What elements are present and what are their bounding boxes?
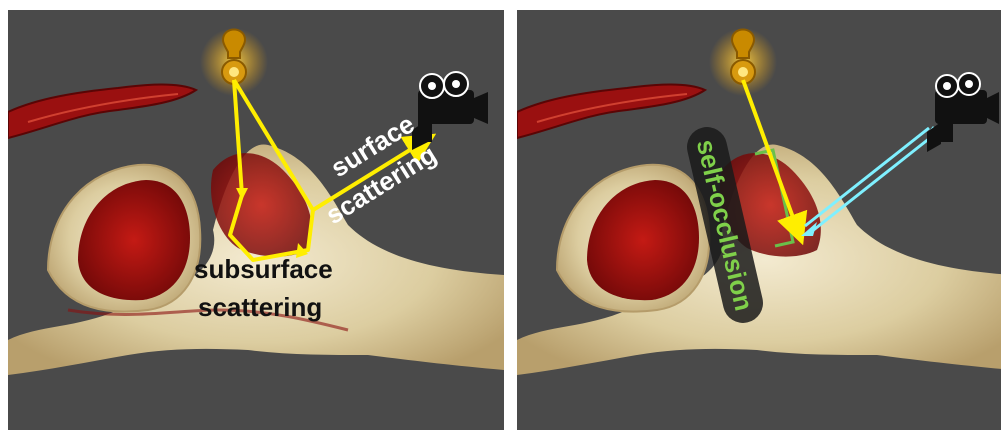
subsurface-scattering-label-line2: scattering <box>198 292 322 322</box>
right-panel: self-occlusion <box>517 10 1001 430</box>
movie-camera-icon <box>927 73 999 152</box>
movie-camera-icon <box>412 72 488 150</box>
blood-vessel <box>517 85 705 139</box>
subsurface-scattering-label-line1: subsurface <box>194 254 333 284</box>
right-scene: self-occlusion <box>517 10 1001 430</box>
left-scene: surface scattering subsurface scattering <box>8 10 504 430</box>
left-panel: surface scattering subsurface scattering <box>8 10 504 430</box>
blood-vessel <box>8 85 196 139</box>
